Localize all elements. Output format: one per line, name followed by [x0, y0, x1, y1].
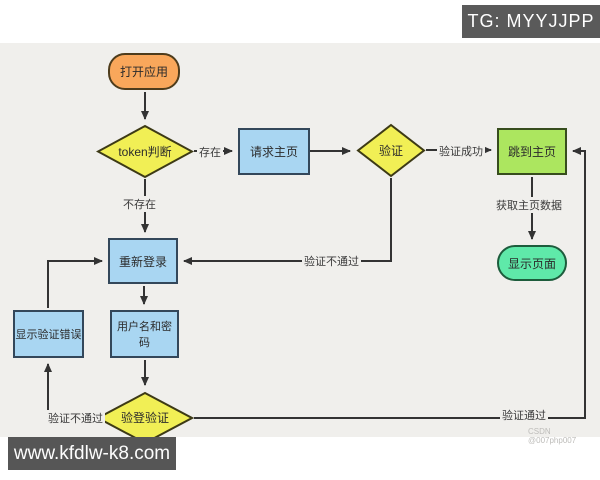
node-login-verify-decision: 验登验证: [96, 391, 194, 445]
edge-label-not-exists: 不存在: [121, 196, 158, 212]
site-watermark-bar: www.kfdlw-k8.com: [8, 437, 176, 470]
node-token-check-label: token判断: [118, 144, 171, 159]
edge-showerror-to-relogin: [47, 257, 103, 308]
edge-label-verify-fail-mid: 验证不通过: [302, 253, 361, 269]
edge-loginpass-to-gotohome: [194, 147, 586, 419]
node-show-page: 显示页面: [497, 245, 567, 281]
node-login-verify-label: 验登验证: [121, 410, 169, 425]
edge-label-get-home-data: 获取主页数据: [494, 197, 564, 213]
edge-verifyfail-to-relogin: [183, 178, 392, 265]
edge-label-verify-pass: 验证通过: [500, 407, 548, 423]
tg-badge: TG: MYYJJPP: [462, 5, 600, 38]
node-credentials: 用户名和密码: [110, 310, 179, 358]
edge-label-verify-fail-bottom: 验证不通过: [46, 410, 105, 426]
node-token-check-decision: token判断: [96, 124, 194, 179]
edge-label-exists: 存在: [197, 144, 223, 160]
node-open-app: 打开应用: [108, 53, 180, 90]
node-show-error: 显示验证错误: [13, 310, 84, 358]
diamond-shape: [96, 124, 194, 179]
node-goto-home: 跳到主页: [497, 128, 567, 175]
diagram-canvas: [0, 43, 600, 437]
diamond-shape: [356, 123, 426, 178]
node-relogin: 重新登录: [108, 238, 178, 284]
edge-label-verify-success: 验证成功: [437, 143, 485, 159]
node-verify-label: 验证: [379, 143, 403, 158]
node-verify-decision: 验证: [356, 123, 426, 178]
csdn-credit-watermark: CSDN @007php007: [528, 427, 577, 445]
node-request-home: 请求主页: [238, 128, 310, 175]
